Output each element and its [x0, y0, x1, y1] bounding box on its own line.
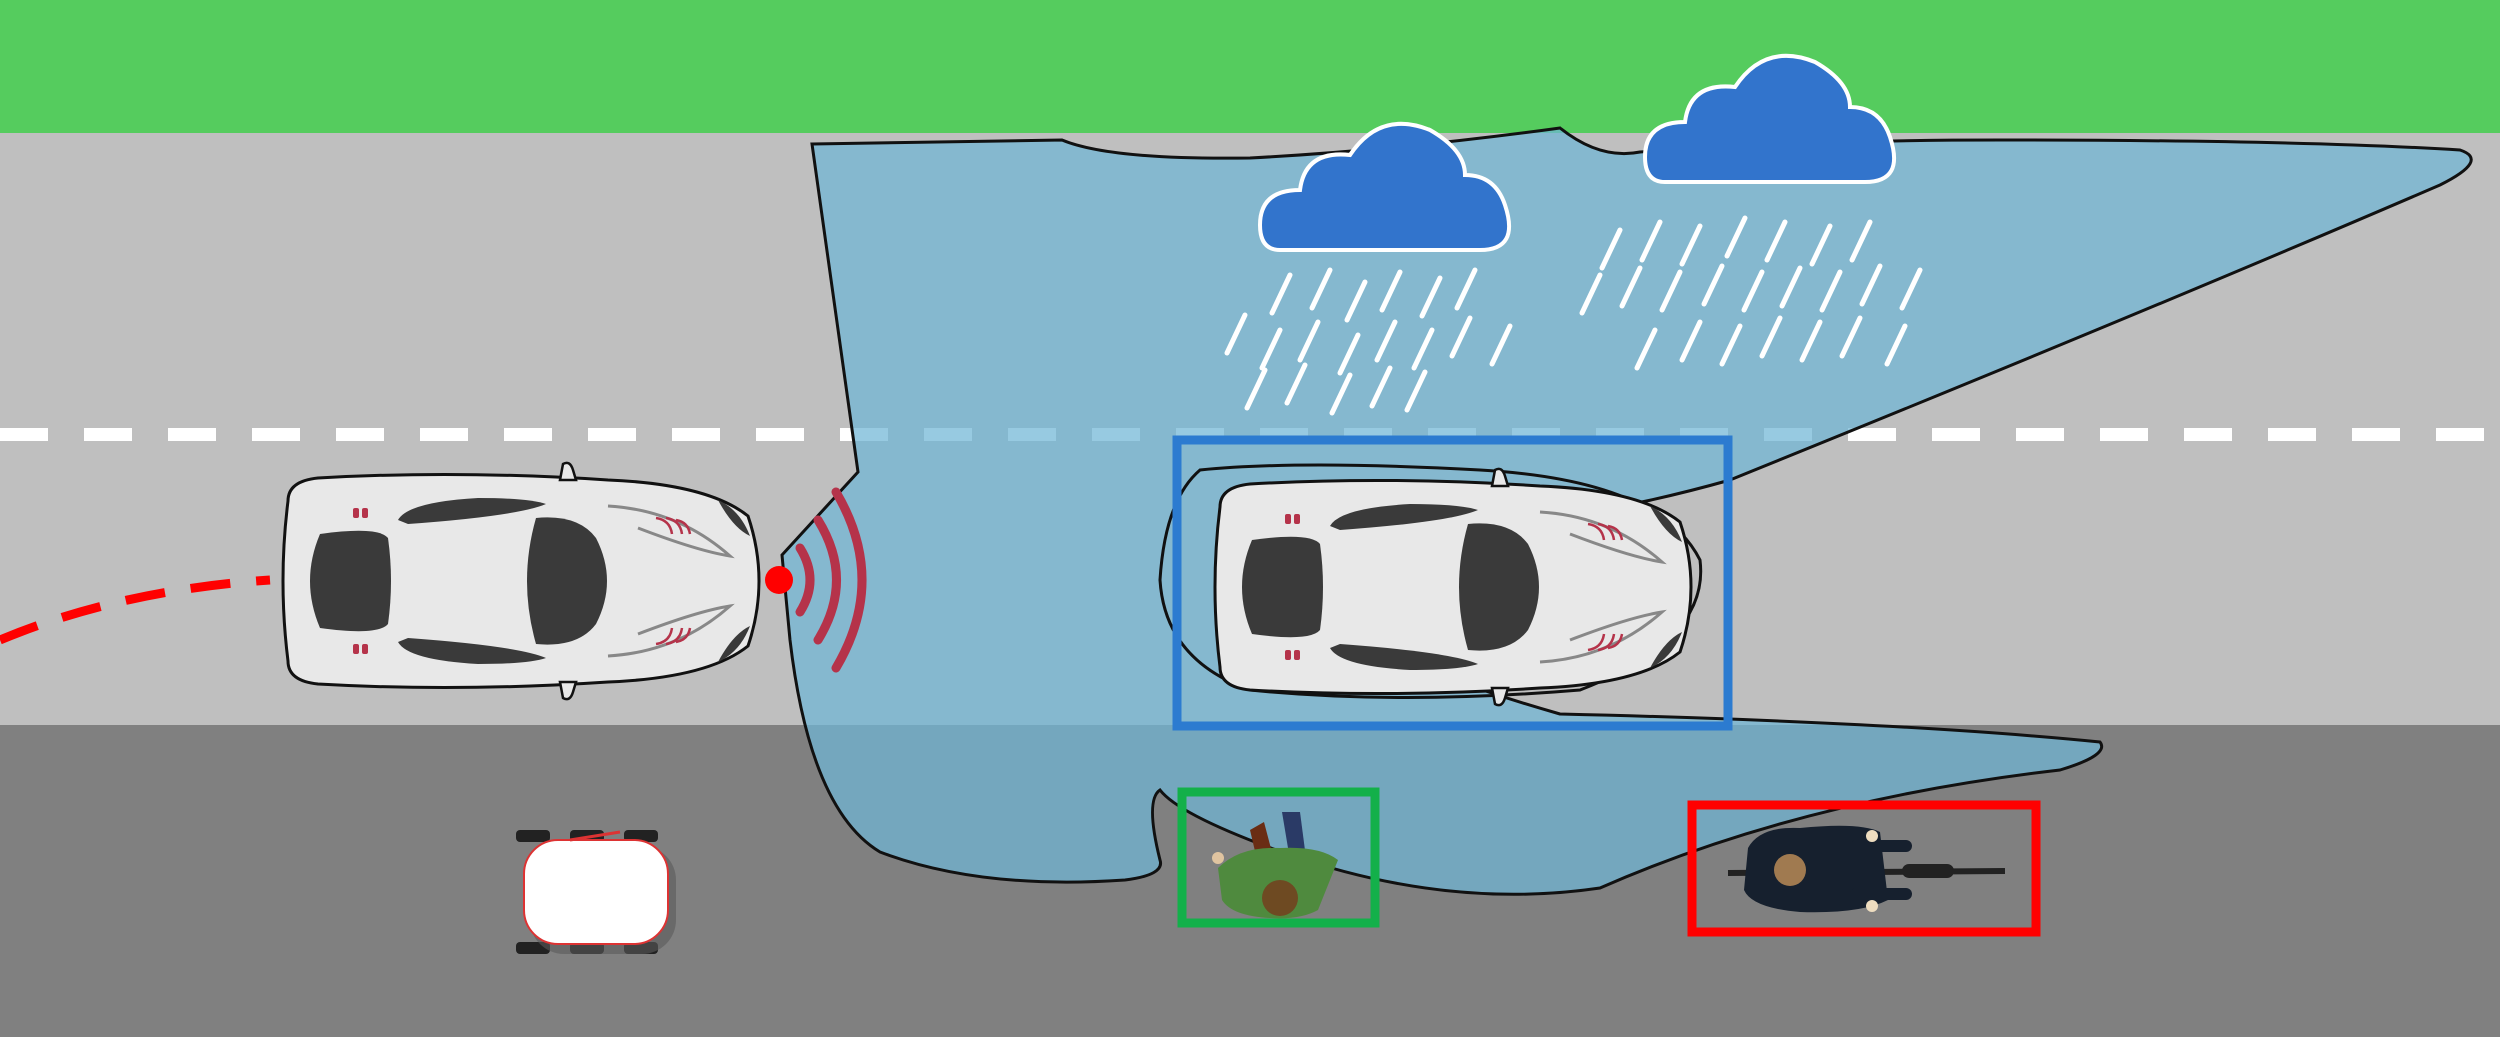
rain-streak [1259, 327, 1283, 371]
rain-streak [1849, 219, 1873, 263]
lane-dash [2184, 428, 2232, 441]
rain-streak [1337, 332, 1361, 376]
detected-car-icon [1213, 467, 1693, 707]
ego-car-icon [281, 461, 761, 701]
rain-streak [1619, 265, 1643, 309]
rain-streak [1724, 215, 1748, 259]
rain-streak [1369, 365, 1393, 409]
pedestrian-head [1262, 880, 1298, 916]
ego-car [281, 461, 761, 701]
rain-streak [1679, 319, 1703, 363]
cyclist-hand [1866, 830, 1878, 842]
rain-streak [1269, 272, 1293, 316]
cyclist-hand [1866, 900, 1878, 912]
rain-streak [1679, 223, 1703, 267]
rain-streak [1309, 267, 1333, 311]
robot-antenna [569, 830, 621, 842]
rain-streak [1374, 319, 1398, 363]
lane-dash [84, 428, 132, 441]
rain-streak [1859, 263, 1883, 307]
rain-streak [1454, 267, 1478, 311]
lane-dash [336, 428, 384, 441]
rain-streak [1284, 362, 1308, 406]
rain-streak [1379, 269, 1403, 313]
radar-waves-icon [795, 487, 867, 673]
lane-dash [1848, 428, 1896, 441]
grass-strip [0, 0, 2500, 133]
rain-streak [1297, 319, 1321, 363]
lane-dash [2100, 428, 2148, 441]
rain-streak [1599, 227, 1623, 271]
detected-car [1213, 467, 1693, 707]
rain-streak [1244, 367, 1268, 411]
rain-streak [1741, 269, 1765, 313]
rain-streak [1819, 269, 1843, 313]
cyclist-arm [1850, 840, 1912, 852]
rain-streak [1489, 323, 1513, 367]
rain-streak [1659, 269, 1683, 313]
rain-streak [1759, 315, 1783, 359]
detection-box-pedestrian [1177, 787, 1380, 928]
lane-dash [504, 428, 552, 441]
lane-dash [2016, 428, 2064, 441]
rain-streak [1579, 272, 1603, 316]
rain-streak [1719, 323, 1743, 367]
robot-wheel [516, 830, 550, 842]
rain-streak [1884, 323, 1908, 367]
detection-box-car [1172, 435, 1733, 731]
rain-streak [1404, 369, 1428, 413]
lane-dash [2352, 428, 2400, 441]
pedestrian-hand [1212, 852, 1224, 864]
lane-dash [420, 428, 468, 441]
rain-streak [1419, 275, 1443, 319]
rain-streak [1329, 372, 1353, 416]
rain-streak [1411, 327, 1435, 371]
pedestrian [1212, 812, 1338, 919]
lane-dash [168, 428, 216, 441]
lane-dash [2436, 428, 2484, 441]
lane-dash [252, 428, 300, 441]
rain-streak [1449, 315, 1473, 359]
rain-streak [1799, 319, 1823, 363]
rain-streak [1839, 315, 1863, 359]
rain-streak [1764, 219, 1788, 263]
cyclist-arm [1850, 888, 1912, 900]
lane-dash [756, 428, 804, 441]
lane-dash [672, 428, 720, 441]
rain-streak [1779, 265, 1803, 309]
cyclist-head [1774, 854, 1806, 886]
lane-dash [0, 428, 48, 441]
rain-streak [1899, 267, 1923, 311]
robot-body-icon [523, 839, 669, 945]
rain-streaks [1224, 215, 1923, 416]
rain-streak [1701, 263, 1725, 307]
radar-sensor-point [765, 566, 793, 594]
cyclist [1727, 825, 2006, 913]
planned-trajectory [0, 575, 271, 645]
rain-streak [1224, 312, 1248, 356]
lane-dash [588, 428, 636, 441]
lane-dash [1932, 428, 1980, 441]
detection-box-cyclist [1687, 800, 2041, 937]
rain-streak [1634, 327, 1658, 371]
rain-streak [1809, 223, 1833, 267]
bicycle-front-wheel [1902, 864, 1954, 878]
lane-dash [2268, 428, 2316, 441]
rain-streak [1344, 279, 1368, 323]
rain-streak [1639, 219, 1663, 263]
delivery-robot [516, 830, 676, 954]
